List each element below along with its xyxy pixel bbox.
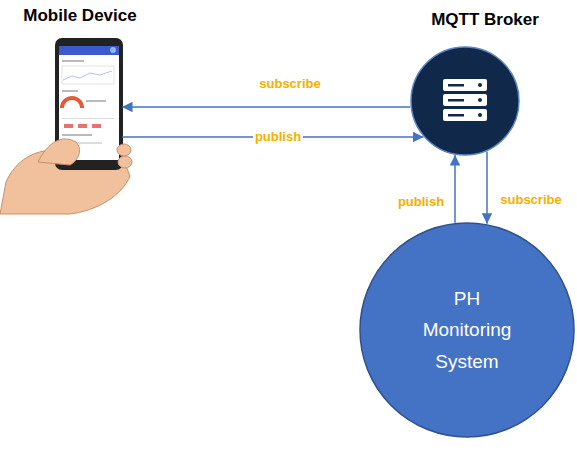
phone-ui-line [62,60,84,62]
phone-ui-chart-line [63,71,112,80]
phone-ui-chart [62,66,114,84]
device-node: Mobile Device [57,40,122,168]
circle-node: PH Monitoring System [359,222,575,438]
hand-thumb [38,139,80,165]
node-heading: Mobile Device [23,6,136,26]
flow-arrow [486,151,488,223]
phone-ui-line [62,118,114,119]
phone-ui-item [78,124,87,128]
phone-ui-item [92,124,101,128]
circle-outline [410,46,520,156]
phone-ui-line [86,100,106,102]
server-panel [443,94,487,106]
phone-ui-item [64,124,73,128]
server-panel [443,109,487,121]
phone-ui-line [62,134,92,136]
phone-ui-gauge [62,98,82,108]
server-led [478,98,482,102]
edge-label: subscribe [498,192,563,208]
flow-arrow [122,106,410,108]
server-led [478,83,482,87]
circle-shape [360,223,574,437]
server-icon [443,79,487,121]
server-slot [448,84,464,87]
flow-arrow [122,136,423,138]
phone-ui-line [62,90,78,92]
flow-arrow [454,155,456,223]
node-text: PH Monitoring System [411,283,523,377]
server-slot [448,99,464,102]
edge-label: publish [396,194,446,210]
server-panel [443,79,487,91]
server-slot [448,114,464,117]
server-led [478,113,482,117]
phone-app-button [110,47,116,53]
node-heading: MQTT Broker [431,10,539,30]
hand-finger [117,144,131,156]
edge-label: subscribe [257,76,322,92]
circle-shape [411,47,519,155]
circle-node: MQTT Broker [410,46,520,156]
edge-label: publish [253,129,303,145]
hand-finger [118,156,132,168]
phone-app-bar [59,46,119,55]
